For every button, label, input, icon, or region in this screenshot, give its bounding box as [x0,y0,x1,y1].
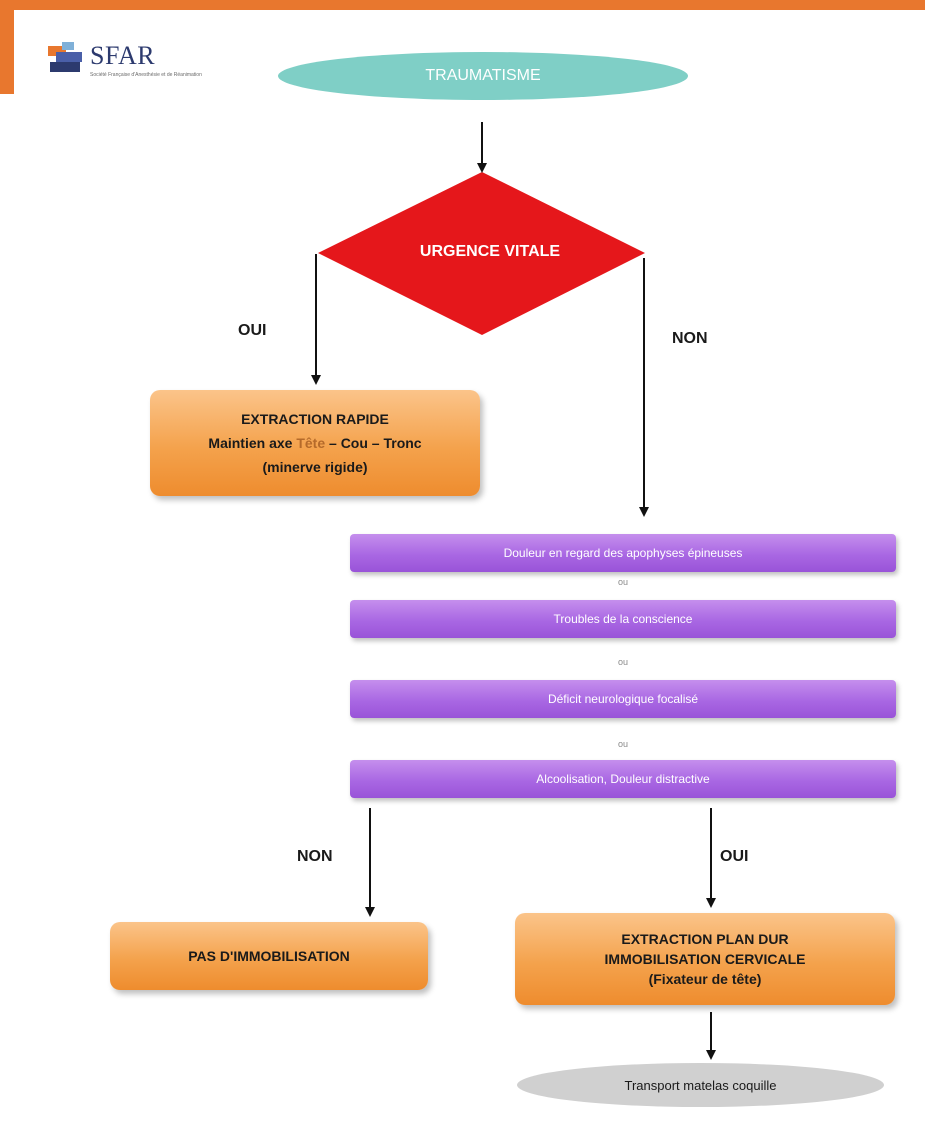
ou-label-2: ou [617,657,628,667]
criteria-bar-3: Déficit neurologique focalisé [350,680,896,718]
decision-diamond [318,172,645,335]
ou-label-1: ou [617,577,628,587]
extraction-plan-line3: (Fixateur de tête) [648,971,762,987]
branch-label-oui-2: OUI [720,848,749,865]
logo-mark-icon [48,42,88,82]
logo-text: SFAR [90,41,156,70]
box-extraction-rapide: EXTRACTION RAPIDE Maintien axe Tête – Co… [150,390,480,496]
left-accent-tab [0,0,14,94]
criteria-bar-4: Alcoolisation, Douleur distractive [350,760,896,798]
criteria-bar-2: Troubles de la conscience [350,600,896,638]
extraction-plan-line2: IMMOBILISATION CERVICALE [604,951,806,967]
branch-label-oui-1: OUI [238,322,267,339]
ou-label-3: ou [617,739,628,749]
sfar-logo: SFAR Société Française d'Anesthésie et d… [48,40,258,85]
extraction-plan-line1: EXTRACTION PLAN DUR [621,931,789,947]
logo-subtitle: Société Française d'Anesthésie et de Réa… [90,72,202,78]
box-pas-immobilisation: PAS D'IMMOBILISATION [110,922,428,990]
criteria-bar-1: Douleur en regard des apophyses épineuse… [350,534,896,572]
extraction-rapide-line2: Maintien axe Tête – Cou – Tronc [208,435,422,451]
decision-label: URGENCE VITALE [419,243,561,260]
start-node-traumatisme: TRAUMATISME [278,52,688,100]
branch-label-non-1: NON [672,330,708,347]
top-accent-bar [0,0,925,10]
extraction-rapide-title: EXTRACTION RAPIDE [241,411,389,427]
branch-label-non-2: NON [297,848,333,865]
box-extraction-plan-dur: EXTRACTION PLAN DUR IMMOBILISATION CERVI… [515,913,895,1005]
extraction-rapide-line3: (minerve rigide) [262,459,368,475]
end-node-transport: Transport matelas coquille [517,1063,884,1107]
